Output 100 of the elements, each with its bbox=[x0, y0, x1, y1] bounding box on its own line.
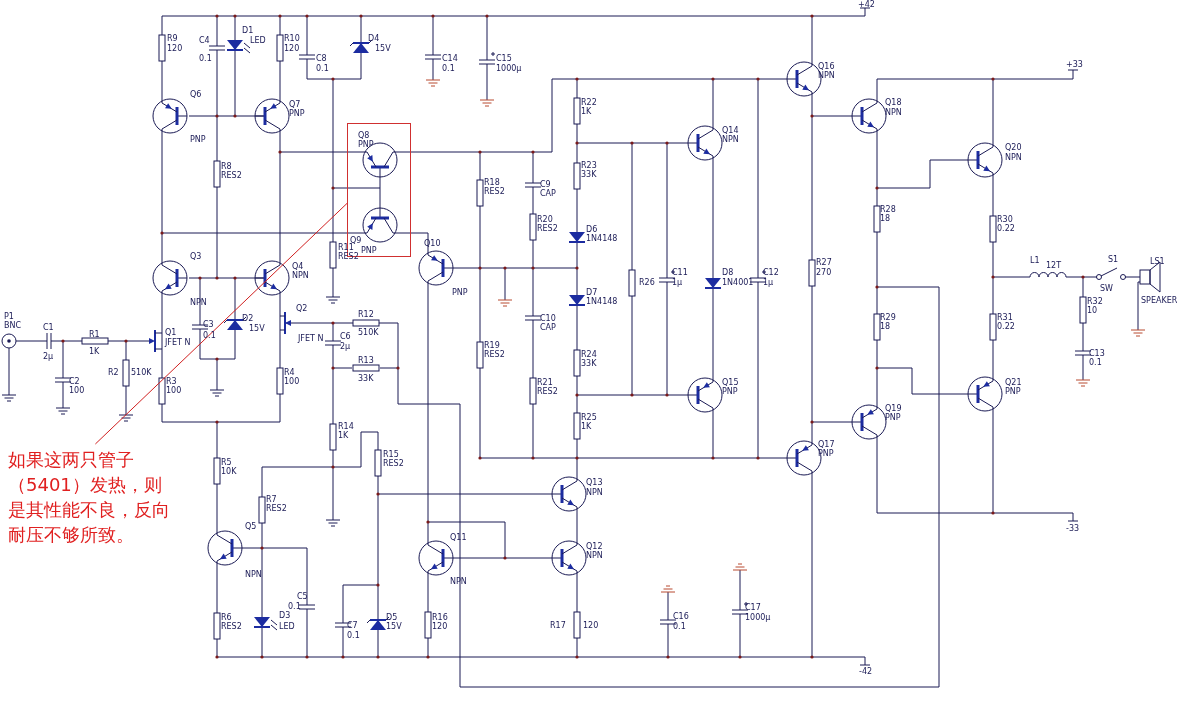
part-label: R28 bbox=[880, 205, 896, 214]
part-label: 2μ bbox=[43, 352, 54, 361]
part-label: LED bbox=[250, 36, 266, 45]
part-label: PNP bbox=[818, 449, 834, 458]
part-label: R1 bbox=[89, 330, 100, 339]
part-label: R16 bbox=[432, 613, 448, 622]
part-label: 10K bbox=[221, 467, 237, 476]
part-label: Q15 bbox=[722, 378, 739, 387]
part-label: R14 bbox=[338, 422, 354, 431]
part-label: NPN bbox=[1005, 153, 1022, 162]
part-label: CAP bbox=[540, 323, 556, 332]
part-label: 0.1 bbox=[347, 631, 360, 640]
part-label: 0.1 bbox=[199, 54, 212, 63]
part-label: JFET N bbox=[165, 338, 191, 347]
part-label: C16 bbox=[673, 612, 689, 621]
part-label: R21 bbox=[537, 378, 553, 387]
part-label: NPN bbox=[586, 551, 603, 560]
part-label: Q11 bbox=[450, 533, 467, 542]
part-label: R17 bbox=[550, 621, 566, 630]
part-label: 33K bbox=[581, 359, 597, 368]
part-label: 120 bbox=[167, 44, 183, 53]
part-label: R7 bbox=[266, 495, 277, 504]
part-label: Q19 bbox=[885, 404, 902, 413]
part-label: R4 bbox=[284, 368, 295, 377]
part-label: 1K bbox=[581, 422, 592, 431]
part-label: NPN bbox=[450, 577, 467, 586]
part-label: 0.1 bbox=[1089, 358, 1102, 367]
part-label: -42 bbox=[859, 667, 873, 676]
part-label: Q21 bbox=[1005, 378, 1022, 387]
part-label: 1000μ bbox=[496, 64, 522, 73]
part-label: Q18 bbox=[885, 98, 902, 107]
part-label: Q8 bbox=[358, 131, 370, 140]
part-label: C5 bbox=[297, 592, 308, 601]
part-label: 1μ bbox=[672, 278, 683, 287]
part-label: PNP bbox=[722, 387, 738, 396]
part-label: 12T bbox=[1046, 261, 1062, 270]
part-label: RES2 bbox=[537, 224, 558, 233]
part-label: R22 bbox=[581, 98, 597, 107]
part-label: C7 bbox=[347, 621, 358, 630]
part-label: C17 bbox=[745, 603, 761, 612]
part-label: R25 bbox=[581, 413, 597, 422]
part-label: 1N4001 bbox=[722, 278, 754, 287]
part-label: 0.22 bbox=[997, 322, 1015, 331]
part-label: L1 bbox=[1030, 256, 1040, 265]
part-label: JFET N bbox=[298, 334, 324, 343]
part-label: +42 bbox=[858, 0, 875, 9]
part-label: D1 bbox=[242, 26, 254, 35]
part-label: C8 bbox=[316, 54, 327, 63]
part-label: 18 bbox=[880, 322, 891, 331]
part-label: D6 bbox=[586, 225, 598, 234]
part-label: -33 bbox=[1066, 524, 1080, 533]
part-label: 10 bbox=[1087, 306, 1098, 315]
part-label: CAP bbox=[540, 189, 556, 198]
part-label: NPN bbox=[818, 71, 835, 80]
part-label: RES2 bbox=[484, 187, 505, 196]
part-label: C4 bbox=[199, 36, 210, 45]
part-label: Q20 bbox=[1005, 143, 1022, 152]
part-label: R29 bbox=[880, 313, 896, 322]
part-label: 15V bbox=[375, 44, 391, 53]
part-label: PNP bbox=[1005, 387, 1021, 396]
part-label: 100 bbox=[284, 377, 300, 386]
part-label: 100 bbox=[166, 386, 182, 395]
part-label: Q12 bbox=[586, 542, 603, 551]
part-label: Q14 bbox=[722, 126, 739, 135]
part-label: R19 bbox=[484, 341, 500, 350]
part-label: LED bbox=[279, 622, 295, 631]
part-label: Q7 bbox=[289, 100, 301, 109]
part-label: 120 bbox=[284, 44, 300, 53]
part-label: 120 bbox=[432, 622, 448, 631]
part-label: R24 bbox=[581, 350, 597, 359]
part-label: 510K bbox=[358, 328, 379, 337]
part-label: 15V bbox=[386, 622, 402, 631]
part-label: 1K bbox=[89, 347, 100, 356]
part-label: NPN bbox=[722, 135, 739, 144]
part-label: R3 bbox=[166, 377, 177, 386]
part-label: RES2 bbox=[338, 252, 359, 261]
part-label: C6 bbox=[340, 332, 351, 341]
leader-line bbox=[94, 202, 348, 445]
part-label: C9 bbox=[540, 180, 551, 189]
part-label: 18 bbox=[880, 214, 891, 223]
part-label: RES2 bbox=[221, 622, 242, 631]
part-label: R18 bbox=[484, 178, 500, 187]
part-label: RES2 bbox=[266, 504, 287, 513]
part-label: RES2 bbox=[484, 350, 505, 359]
part-label: D3 bbox=[279, 611, 291, 620]
part-label: +33 bbox=[1066, 60, 1083, 69]
part-label: R9 bbox=[167, 34, 178, 43]
part-label: PNP bbox=[358, 140, 374, 149]
part-label: 270 bbox=[816, 268, 832, 277]
part-label: NPN bbox=[885, 108, 902, 117]
part-label: 33K bbox=[581, 170, 597, 179]
part-label: S1 bbox=[1108, 255, 1119, 264]
part-label: D4 bbox=[368, 34, 380, 43]
part-label: D8 bbox=[722, 268, 734, 277]
part-label: 1N4148 bbox=[586, 297, 618, 306]
part-label: NPN bbox=[586, 488, 603, 497]
part-label: 1K bbox=[338, 431, 349, 440]
part-label: R26 bbox=[639, 278, 655, 287]
part-label: D2 bbox=[242, 314, 254, 323]
part-label: Q9 bbox=[350, 236, 362, 245]
